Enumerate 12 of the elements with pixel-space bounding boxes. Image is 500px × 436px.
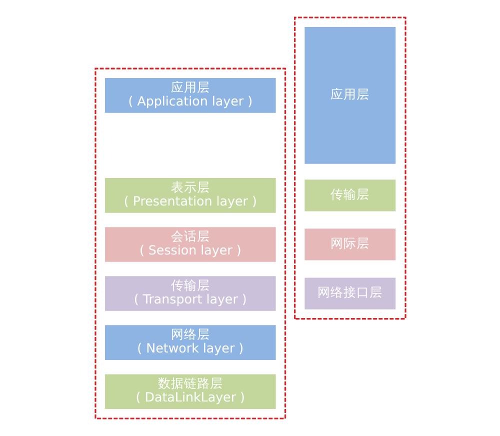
node-box: 应用层 ( Application layer ): [104, 78, 276, 113]
node-box: 会话层 ( Session layer ): [104, 227, 276, 262]
node-box: 传输层: [304, 180, 396, 212]
node-box: 网络层 ( Network layer ): [104, 325, 276, 360]
cluster: [94, 68, 286, 420]
node-box: 表示层 ( Presentation layer ): [104, 178, 276, 213]
node-box: 网络接口层: [304, 278, 396, 310]
cluster: [294, 16, 406, 320]
node-box: 数据链路层 ( DataLinkLayer ): [104, 374, 276, 409]
node-box: 网际层: [304, 228, 396, 260]
node-box: 传输层 ( Transport layer ): [104, 276, 276, 311]
node-box: 应用层: [304, 27, 396, 164]
